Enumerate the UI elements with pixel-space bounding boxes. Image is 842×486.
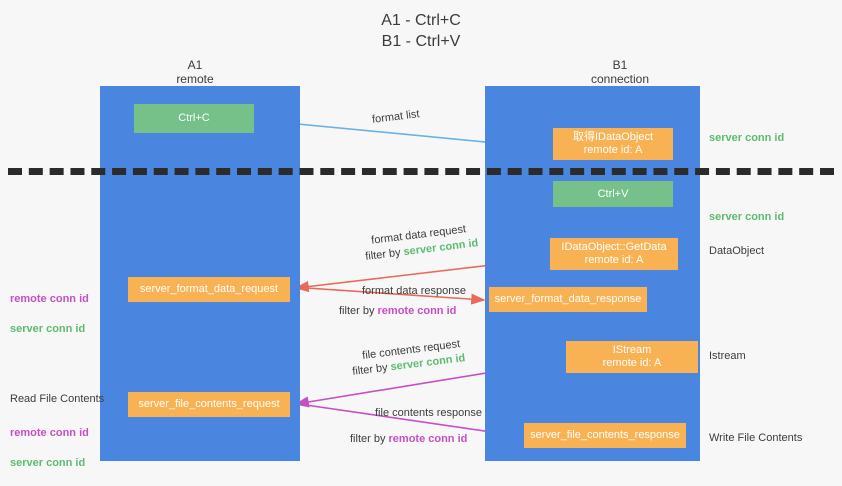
lane-b1-header: B1 connection (590, 58, 650, 86)
annotation-write-file-contents: Write File Contents (709, 432, 803, 444)
annotation-server-conn-id-second: server conn id (709, 211, 785, 223)
node-ctrl-v[interactable]: Ctrl+V (553, 181, 673, 207)
annotation-remote-conn-id: remote conn id (10, 427, 89, 439)
phase-separator (8, 168, 834, 175)
edge-label-format-data-response-filter: filter by remote conn id (339, 304, 456, 319)
annotation-istream: Istream (709, 350, 746, 362)
annotation-remote-conn-id: remote conn id (10, 293, 89, 305)
annotation-server-conn-id: server conn id (10, 323, 86, 335)
annotation-server-conn-id-top: server conn id (709, 132, 785, 144)
node-get-idataobject[interactable]: 取得IDataObject remote id: A (553, 128, 673, 160)
annotation-conn-ids-format: remote conn id server conn id (10, 277, 89, 352)
arrow-format-data-response (291, 286, 486, 305)
annotation-server-conn-id: server conn id (10, 457, 86, 469)
node-idataobject-getdata[interactable]: IDataObject::GetData remote id: A (550, 238, 678, 270)
filter-prefix: filter by (364, 246, 405, 263)
filter-value-remote-conn-id: remote conn id (388, 433, 468, 445)
lane-a1-header: A1 remote (176, 58, 214, 86)
node-ctrl-c[interactable]: Ctrl+C (134, 104, 254, 133)
node-istream[interactable]: IStream remote id: A (566, 341, 698, 373)
annotation-dataobject: DataObject (709, 245, 765, 257)
page-title: A1 - Ctrl+C B1 - Ctrl+V (381, 12, 461, 50)
filter-value-remote-conn-id: remote conn id (377, 305, 457, 317)
arrow-file-contents-response (291, 402, 521, 440)
node-server-file-contents-response[interactable]: server_file_contents_response (524, 423, 686, 448)
node-server-format-data-response[interactable]: server_format_data_response (489, 287, 647, 312)
filter-prefix: filter by (350, 433, 389, 445)
edge-label-file-contents-response: file contents response (375, 407, 483, 419)
annotation-read-file-contents: Read File Contents (10, 393, 105, 405)
filter-prefix: filter by (351, 361, 392, 378)
edge-label-file-contents-response-filter: filter by remote conn id (350, 432, 467, 447)
node-server-format-data-request[interactable]: server_format_data_request (128, 277, 290, 302)
annotation-conn-ids-file: remote conn id server conn id (10, 411, 89, 486)
filter-prefix: filter by (339, 305, 378, 317)
node-server-file-contents-request[interactable]: server_file_contents_request (128, 392, 290, 417)
edge-label-format-data-response: format data response (362, 285, 466, 297)
